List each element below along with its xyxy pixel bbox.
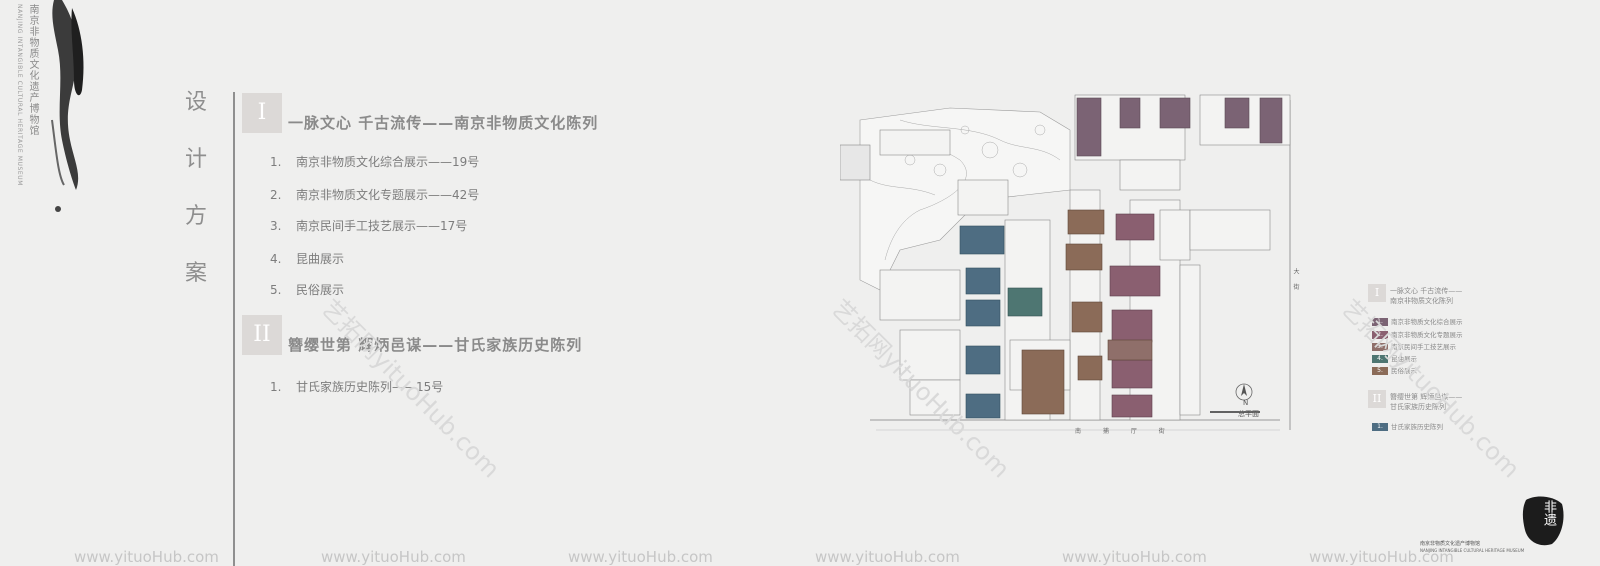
list-item: 3.南京民间手工技艺展示——17号 [270, 219, 468, 233]
page-title-char: 设 [184, 90, 207, 115]
list-item: 4.昆曲展示 [270, 252, 345, 266]
legend-swatch: 1. [1372, 318, 1388, 326]
list-item: 2.南京非物质文化专题展示——42号 [270, 188, 480, 202]
north-label: N [1243, 399, 1249, 407]
legend-swatch: 2. [1372, 331, 1388, 339]
legend-swatch: 1. [1372, 423, 1388, 431]
road-south-label: 南 捕 厅 街 [1075, 428, 1175, 435]
legend-swatch: 3. [1372, 343, 1388, 351]
site-plan-map [840, 94, 1291, 431]
legend-label: 南京非物质文化专题展示 [1391, 331, 1463, 339]
legend-label: 甘氏家族历史陈列 [1391, 423, 1443, 431]
logo-text: 非遗 [1541, 500, 1556, 526]
section-2-roman: II [242, 315, 282, 355]
divider-line [233, 92, 235, 566]
page-title-char: 案 [184, 261, 207, 286]
plan-label: 总平面 [1238, 410, 1259, 418]
legend-swatch: 5. [1372, 367, 1388, 375]
legend-label: 昆曲展示 [1391, 355, 1417, 363]
legend-swatch: 4. [1372, 355, 1388, 363]
page-title-char: 方 [184, 204, 207, 229]
road-east-label: 大 街 [1292, 268, 1299, 294]
legend-section-2: 簪缨世第 辉炳邑谋——甘氏家族历史陈列 [1390, 393, 1463, 411]
section-2-title: 簪缨世第 辉炳邑谋——甘氏家族历史陈列 [288, 336, 583, 354]
list-item: 1.甘氏家族历史陈列——15号 [270, 380, 444, 394]
ink-brush-decoration [51, 0, 84, 212]
watermark-footer: www.yituoHub.com [815, 548, 960, 566]
watermark-footer: www.yituoHub.com [321, 548, 466, 566]
legend-label: 南京民间手工技艺展示 [1391, 343, 1456, 351]
list-item: 5.民俗展示 [270, 283, 345, 297]
watermark-footer: www.yituoHub.com [1309, 548, 1454, 566]
section-1-roman: I [242, 93, 282, 133]
watermark-footer: www.yituoHub.com [1062, 548, 1207, 566]
page-title: 设 计 方 案 [181, 88, 211, 316]
legend-roman-1: I [1368, 284, 1386, 302]
legend-section-1: 一脉文心 千古流传——南京非物质文化陈列 [1390, 287, 1463, 305]
page-title-char: 计 [184, 147, 207, 172]
museum-name-en: NANJING INTANGIBLE CULTURAL HERITAGE MUS… [16, 4, 23, 187]
list-item: 1.南京非物质文化综合展示——19号 [270, 155, 480, 169]
legend-label: 南京非物质文化综合展示 [1391, 318, 1463, 326]
watermark-footer: www.yituoHub.com [74, 548, 219, 566]
logo-cn: 南京非物质文化遗产博物馆 [1420, 541, 1481, 547]
section-1-title: 一脉文心 千古流传——南京非物质文化陈列 [288, 114, 599, 132]
logo-sub: NANJING INTANGIBLE CULTURAL HERITAGE MUS… [1420, 548, 1525, 553]
legend-roman-2: II [1368, 390, 1386, 408]
museum-logo: 非遗 [1522, 494, 1566, 548]
museum-name-cn: 南京非物质文化遗产博物馆 [27, 4, 38, 136]
legend-label: 民俗展示 [1391, 367, 1417, 375]
watermark-footer: www.yituoHub.com [568, 548, 713, 566]
